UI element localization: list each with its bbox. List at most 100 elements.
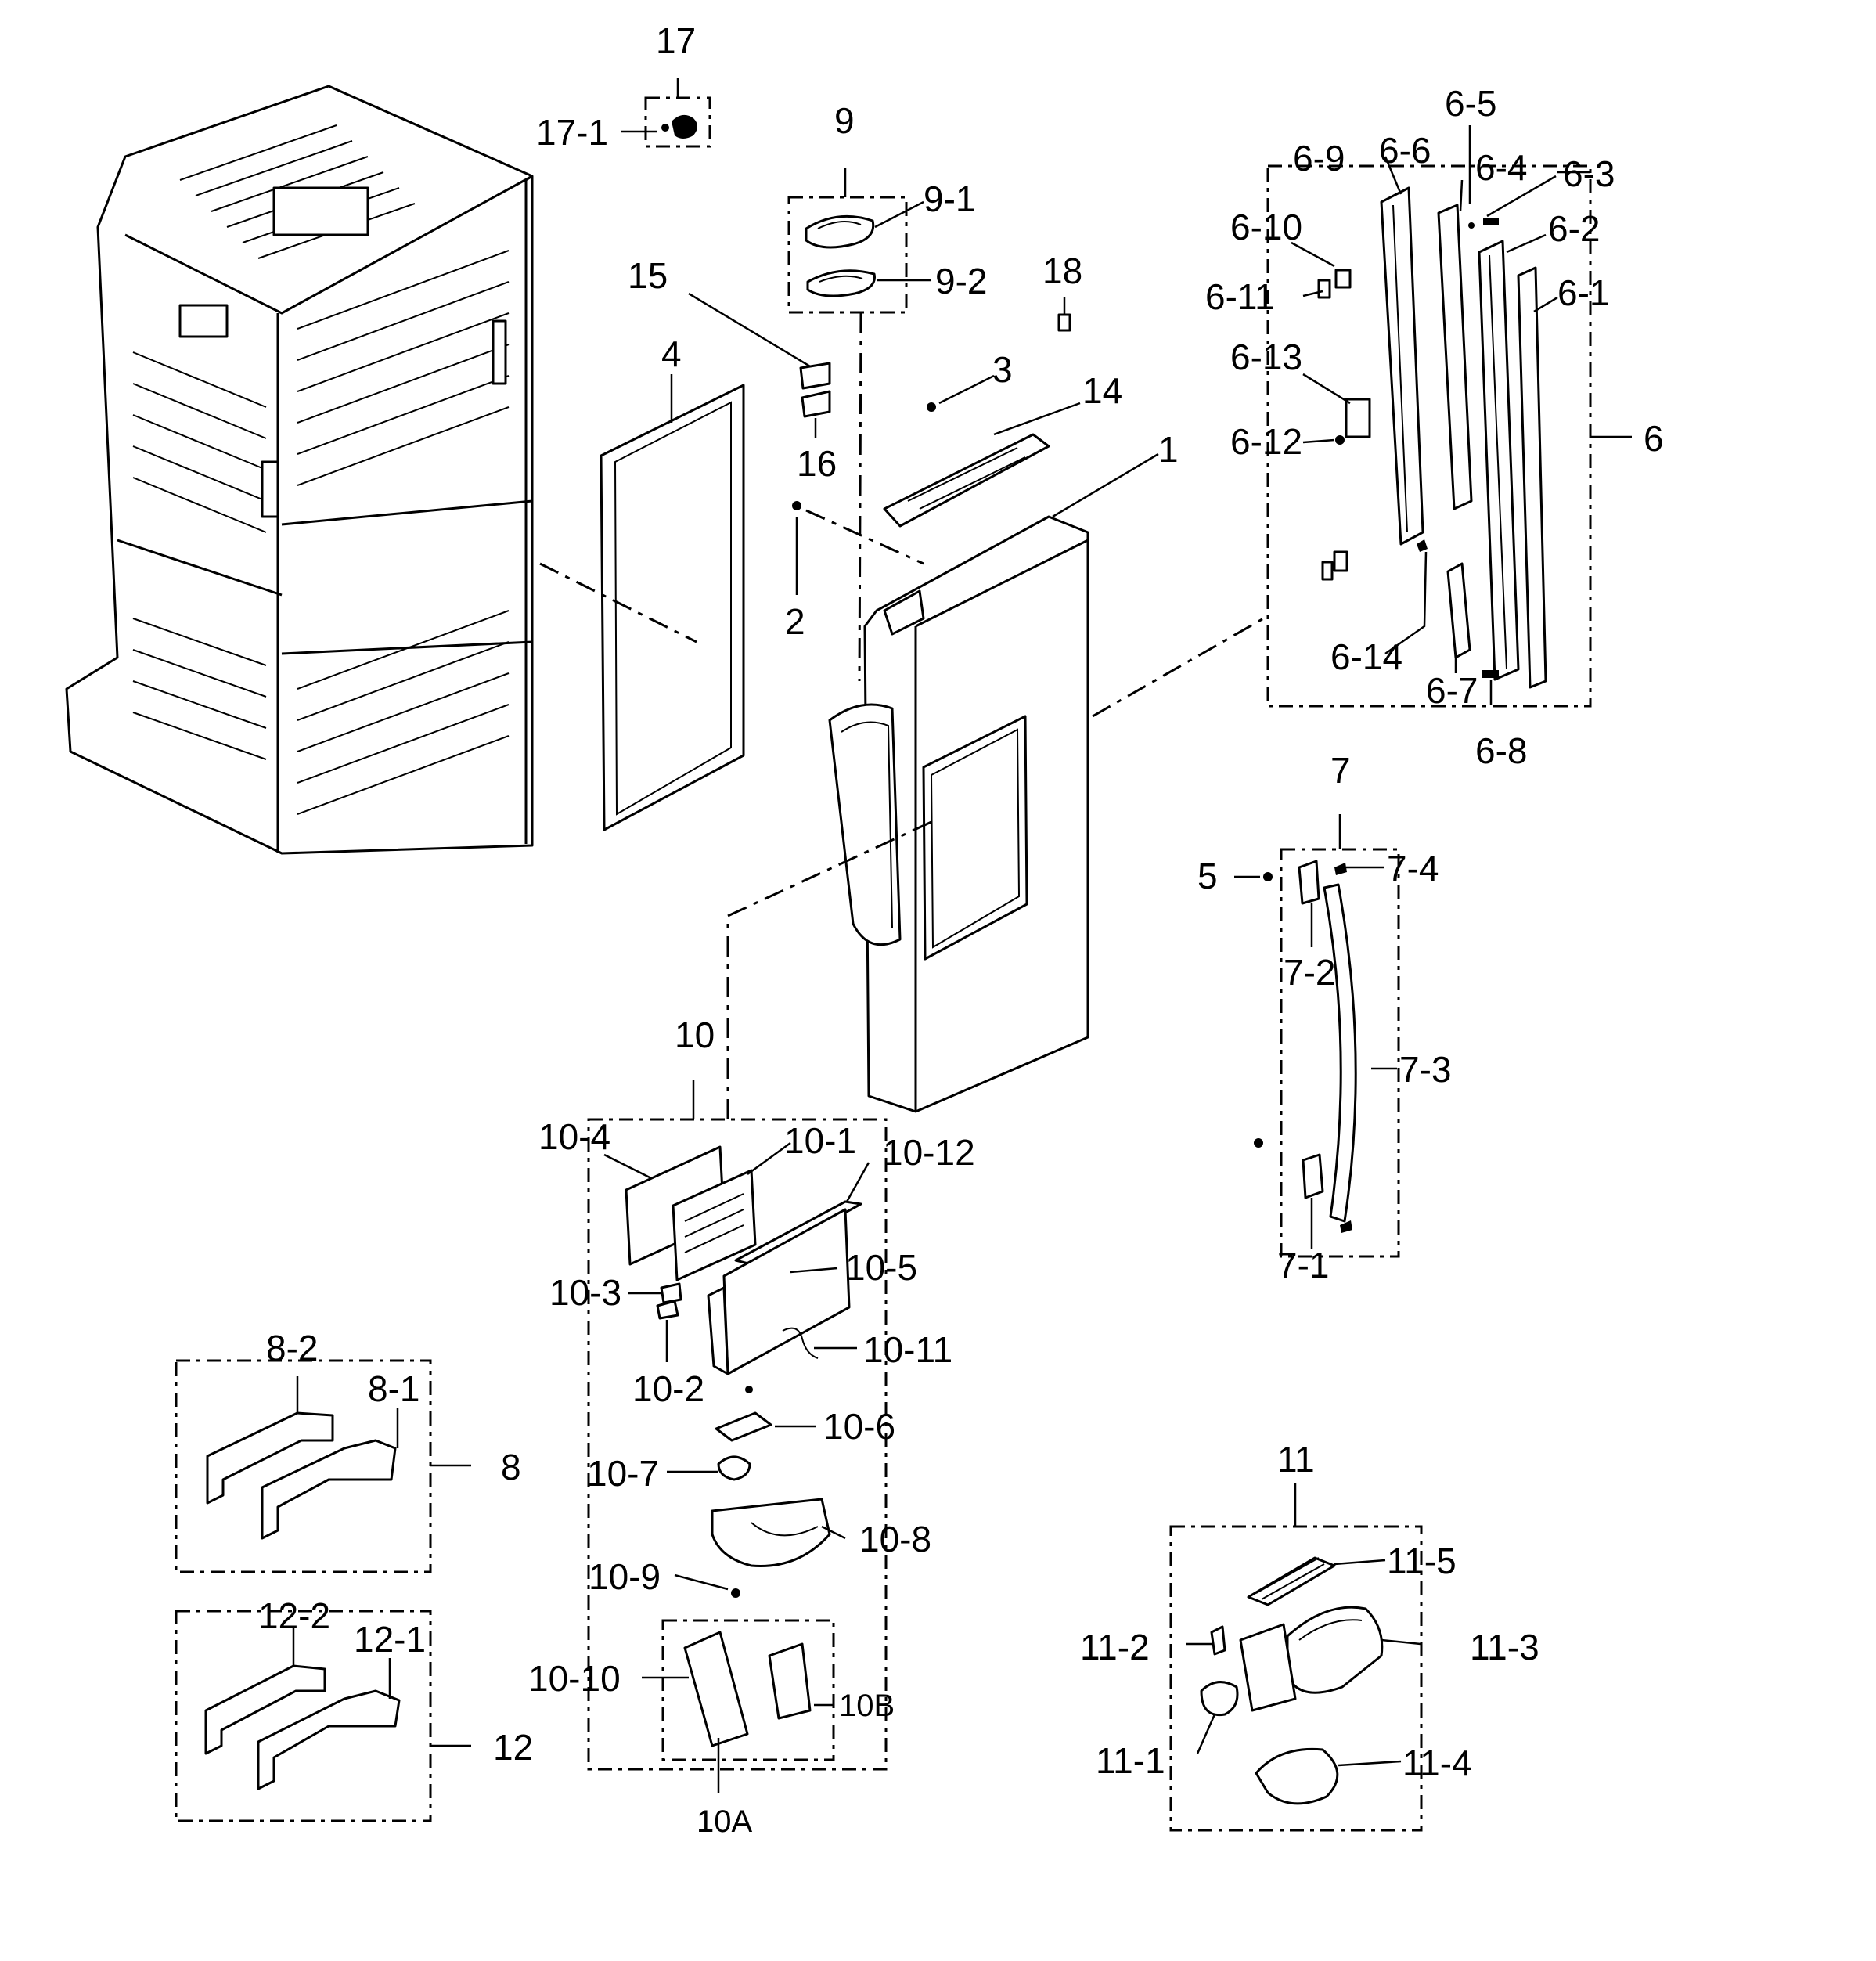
label-6-8: 6-8 — [1475, 730, 1527, 771]
part-9-2-seal — [806, 269, 876, 297]
callout-labels: 17 17-1 9 9-1 9-2 18 15 16 4 3 14 2 1 6-… — [258, 20, 1664, 1839]
label-10-2: 10-2 — [632, 1368, 704, 1409]
label-11-5: 11-5 — [1387, 1541, 1457, 1581]
door-handle-bracket — [828, 703, 902, 946]
part-6-8-clip — [1482, 670, 1499, 678]
label-7-2: 7-2 — [1284, 952, 1335, 993]
part-8-1-bracket — [261, 1439, 397, 1540]
label-15: 15 — [628, 255, 668, 296]
part-7-4-clip — [1334, 863, 1347, 875]
label-6-1: 6-1 — [1557, 272, 1609, 313]
label-10-8: 10-8 — [859, 1519, 931, 1559]
refrigerator-cabinet — [65, 85, 534, 855]
part-2-3-screws — [792, 374, 995, 595]
label-6: 6 — [1644, 418, 1664, 459]
label-6-6: 6-6 — [1379, 130, 1431, 171]
part-7-3-handle — [1323, 883, 1357, 1223]
part-9-group — [787, 168, 931, 682]
part-11-1-knob — [1200, 1681, 1239, 1717]
part-10-7-ring — [717, 1455, 751, 1481]
part-6-group — [1266, 125, 1632, 708]
label-16: 16 — [797, 443, 837, 484]
part-6-11-bracket — [1317, 279, 1331, 299]
label-9: 9 — [834, 100, 855, 141]
label-6-11: 6-11 — [1205, 276, 1275, 317]
label-10-1: 10-1 — [784, 1120, 856, 1161]
part-2-screw — [792, 501, 801, 510]
label-6-14: 6-14 — [1330, 636, 1402, 677]
label-6-9: 6-9 — [1293, 138, 1345, 178]
label-12: 12 — [493, 1727, 533, 1768]
label-10-12: 10-12 — [883, 1132, 975, 1173]
part-4-door-gasket — [539, 374, 745, 831]
label-10-3: 10-3 — [549, 1272, 621, 1313]
part-6-2-trim — [1478, 240, 1520, 681]
label-6-4: 6-4 — [1475, 147, 1527, 188]
part-6-10-bracket — [1334, 269, 1352, 289]
label-12-1: 12-1 — [354, 1619, 426, 1660]
part-11-5-rail — [1247, 1556, 1336, 1606]
label-11-4: 11-4 — [1402, 1743, 1472, 1783]
part-11-4-tray — [1255, 1747, 1339, 1805]
part-11-group — [1169, 1483, 1423, 1832]
part-15-16-hinge — [688, 292, 831, 438]
part-17-group — [621, 78, 711, 148]
part-11-2-clip — [1210, 1625, 1226, 1656]
dispenser-recess — [922, 715, 1028, 961]
part-11-3-motor — [1286, 1606, 1384, 1694]
label-8: 8 — [501, 1447, 521, 1487]
label-10B: 10B — [839, 1689, 895, 1723]
label-3: 3 — [992, 349, 1013, 390]
label-7-3: 7-3 — [1399, 1049, 1451, 1090]
label-6-13: 6-13 — [1230, 337, 1302, 377]
part-18-clip — [1057, 297, 1071, 332]
label-9-2: 9-2 — [935, 261, 987, 301]
label-6-10: 6-10 — [1230, 207, 1302, 247]
label-11-1: 11-1 — [1096, 1740, 1165, 1781]
label-10-11: 10-11 — [863, 1329, 952, 1370]
label-2: 2 — [785, 601, 805, 642]
label-11-3: 11-3 — [1470, 1627, 1539, 1667]
part-7-2-cap — [1298, 860, 1320, 905]
part-10-6-lever — [715, 1411, 772, 1442]
label-10-4: 10-4 — [538, 1116, 610, 1157]
part-16-hinge — [801, 390, 831, 418]
part-6-9-trim — [1380, 186, 1424, 546]
label-7-4: 7-4 — [1387, 848, 1439, 889]
part-8-group — [175, 1359, 471, 1573]
label-6-7: 6-7 — [1426, 670, 1478, 711]
label-8-1: 8-1 — [368, 1368, 419, 1409]
part-3-screw — [927, 402, 936, 412]
part-14-door-cap — [883, 402, 1081, 528]
label-1: 1 — [1158, 429, 1179, 470]
label-10-9: 10-9 — [589, 1556, 661, 1597]
part-1-door-panel — [828, 452, 1267, 1113]
part-10A-cover — [683, 1631, 749, 1747]
label-8-2: 8-2 — [266, 1328, 318, 1368]
label-10-7: 10-7 — [587, 1453, 659, 1494]
part-17-1-cap — [672, 114, 697, 139]
label-17: 17 — [656, 20, 696, 61]
label-10-6: 10-6 — [823, 1406, 895, 1447]
part-6-3-clip — [1483, 218, 1499, 225]
part-6-6-trim — [1437, 204, 1473, 510]
label-11: 11 — [1277, 1439, 1315, 1480]
label-10-10: 10-10 — [528, 1658, 621, 1699]
label-10: 10 — [675, 1015, 715, 1055]
label-17-1: 17-1 — [536, 112, 608, 153]
part-10-group — [587, 820, 932, 1793]
label-6-5: 6-5 — [1445, 83, 1496, 124]
label-5: 5 — [1197, 856, 1218, 896]
label-11-2: 11-2 — [1080, 1627, 1150, 1667]
part-9-1-seal — [805, 214, 875, 249]
label-6-3: 6-3 — [1563, 153, 1615, 194]
part-6-7-trim — [1446, 562, 1471, 659]
part-6-1-trim — [1517, 266, 1547, 689]
part-12-group — [175, 1610, 471, 1822]
part-10B-cover — [768, 1642, 812, 1720]
part-10-3-bracket — [660, 1282, 682, 1304]
part-5-screw — [1263, 872, 1273, 881]
part-12-2-bracket — [204, 1664, 326, 1755]
part-6-13-bracket — [1345, 398, 1371, 438]
